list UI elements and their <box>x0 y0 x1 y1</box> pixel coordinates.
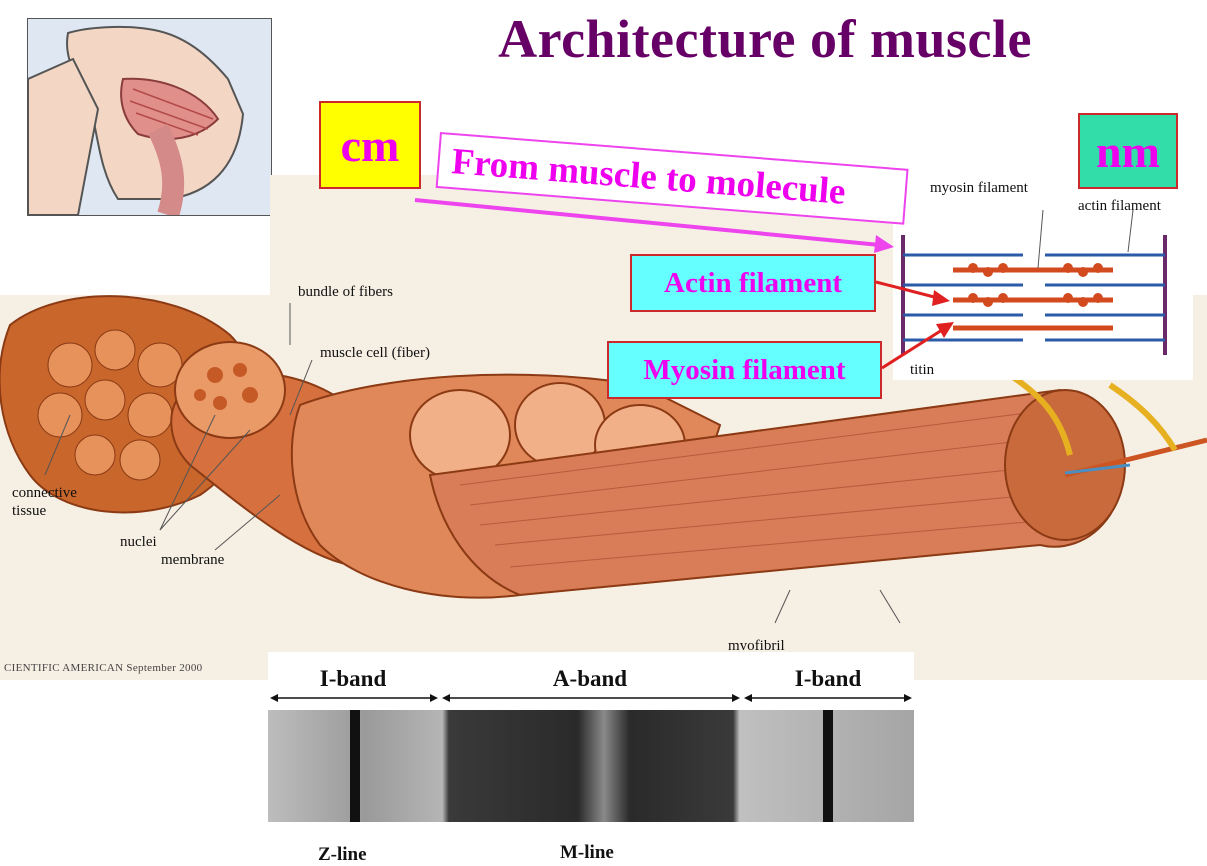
z-line-label: Z-line <box>318 844 367 866</box>
banner-arrow <box>410 195 900 255</box>
connective-tissue-label: connective tissue <box>12 484 77 520</box>
connective-label-line-1: connective <box>12 484 77 502</box>
micrograph-image <box>268 710 914 822</box>
muscle-cell-label: muscle cell (fiber) <box>320 345 430 362</box>
myosin-filament-callout: Myosin filament <box>607 341 882 399</box>
cm-scale-tag: cm <box>319 101 421 189</box>
nuclei-label: nuclei <box>120 534 157 551</box>
myosin-filament-label: myosin filament <box>930 180 1028 197</box>
connective-label-line-2: tissue <box>12 502 77 520</box>
nm-scale-tag: nm <box>1078 113 1178 189</box>
m-line-label: M-line <box>560 842 614 864</box>
membrane-label: membrane <box>161 552 224 569</box>
actin-filament-callout: Actin filament <box>630 254 876 312</box>
slide-title: Architecture of muscle <box>350 8 1180 70</box>
sarcomere-micrograph: I-band A-band I-band Z-line M-line <box>268 652 914 860</box>
source-credit: CIENTIFIC AMERICAN September 2000 <box>4 662 202 674</box>
band-arrows <box>268 688 914 708</box>
callout-arrows <box>870 270 970 380</box>
myofibril-label: myofibril <box>728 638 785 650</box>
actin-filament-label: actin filament <box>1078 198 1161 215</box>
bundle-of-fibers-label: bundle of fibers <box>298 284 393 301</box>
